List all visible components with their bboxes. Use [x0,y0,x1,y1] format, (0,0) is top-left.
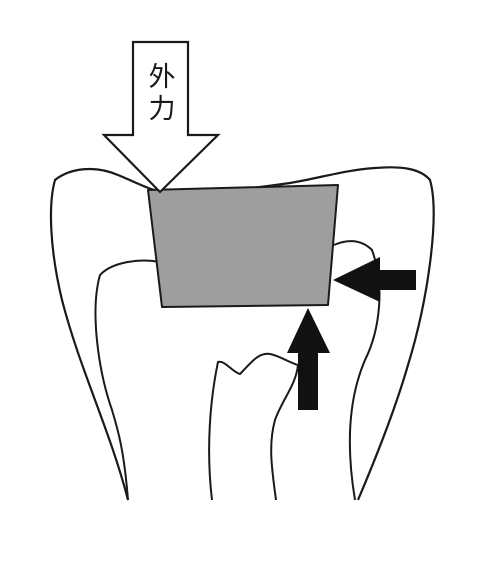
lateral-reaction-arrow [333,257,416,302]
left-canal-outline [94,259,161,501]
external-force-label: 外力 [148,62,176,125]
vertical-reaction-arrow [287,308,330,410]
right-canal-outline [333,240,381,501]
external-force-arrow [101,40,221,194]
inner-root-fragment [208,352,299,501]
restoration-block [147,184,339,308]
